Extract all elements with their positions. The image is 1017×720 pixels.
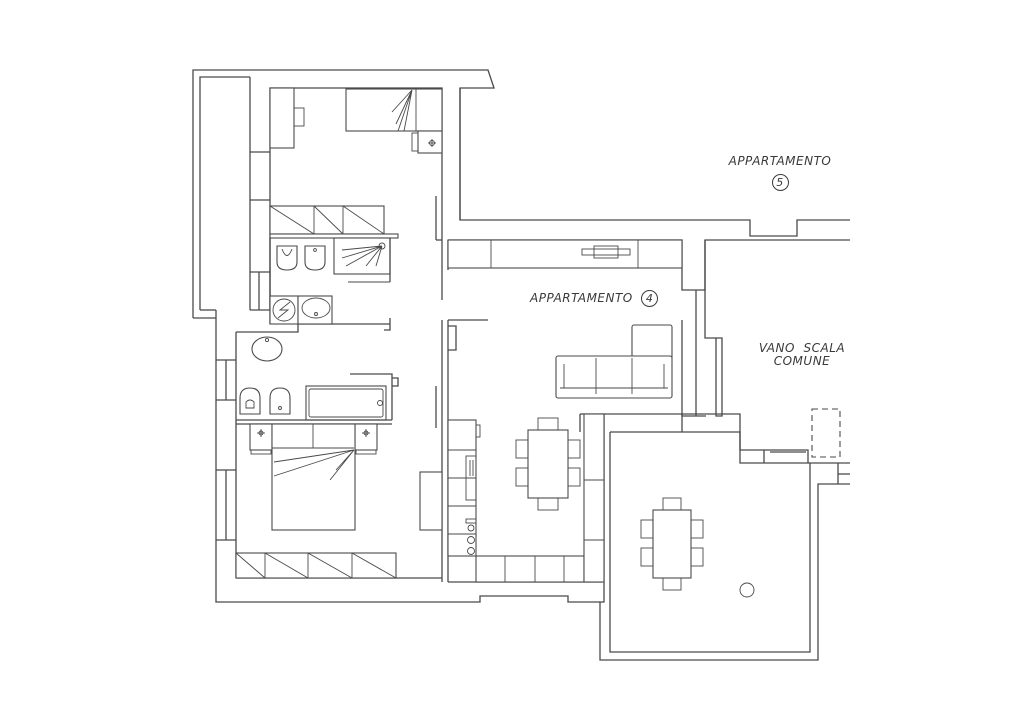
bathroom-1: [269, 237, 391, 325]
apartment-5-title: APPARTAMENTO: [728, 154, 832, 168]
bathroom-2: [236, 336, 392, 425]
stairwell-label: VANO SCALA COMUNE: [752, 342, 852, 368]
stairwell-line2: COMUNE: [773, 354, 831, 368]
apartment-4-label: APPARTAMENTO 4: [530, 290, 659, 307]
apartment-4-number: 4: [641, 290, 659, 307]
apartment-5-label: APPARTAMENTO 5: [722, 155, 838, 191]
living-kitchen: [447, 239, 683, 583]
apartment-5-number: 5: [771, 174, 789, 191]
single-bedroom: [269, 87, 443, 239]
terrace: [640, 497, 755, 598]
master-bedroom: [235, 423, 443, 579]
stairwell-line1: VANO SCALA: [758, 341, 846, 355]
common-stairwell: [811, 408, 841, 458]
apartment-4-title: APPARTAMENTO: [530, 291, 633, 305]
